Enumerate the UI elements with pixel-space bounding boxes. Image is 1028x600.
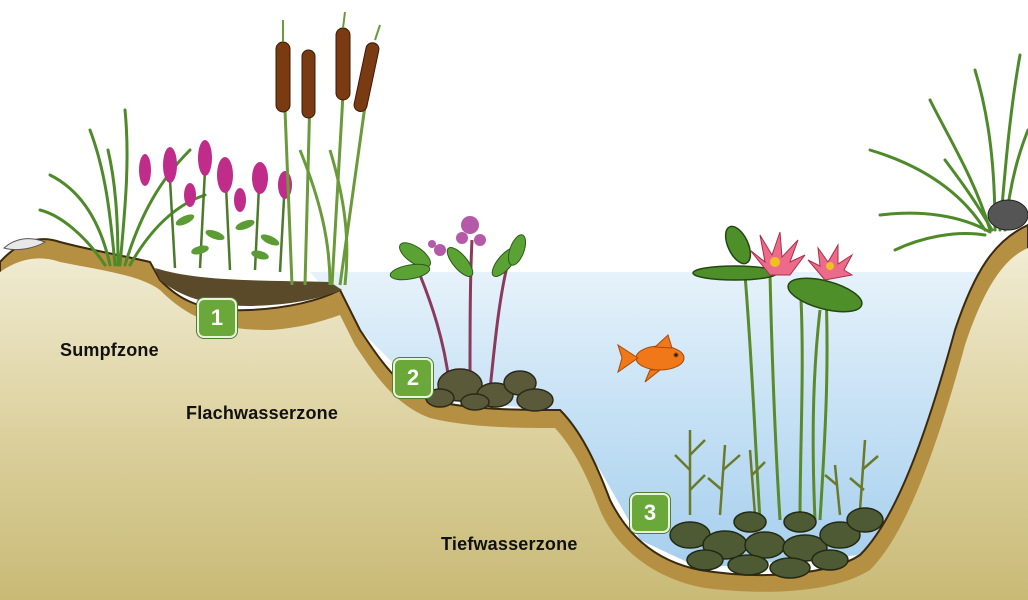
zone-2-badge: 2 (393, 358, 433, 398)
lily-pads (692, 225, 863, 313)
left-pebbles (2, 238, 47, 251)
zone-1-badge: 1 (197, 298, 237, 338)
shallow-stones (425, 368, 554, 412)
water-lily-stems (743, 269, 829, 521)
zone-2-label: Flachwasserzone (186, 403, 339, 423)
swamp-grass (38, 108, 207, 267)
water-lily-flowers (749, 231, 854, 281)
zone-3-badge: 3 (630, 493, 670, 533)
deep-stones (669, 507, 884, 579)
underwater-plants (674, 430, 879, 516)
zone-3-label: Tiefwasserzone (441, 534, 578, 554)
goldfish (617, 334, 685, 383)
cattails (275, 11, 381, 286)
earth-body (0, 248, 1028, 600)
flowering-rush (389, 216, 527, 391)
swamp-soil (155, 268, 342, 306)
zone-1-label: Sumpfzone (60, 340, 159, 360)
shore-rock-right (987, 199, 1028, 231)
loosestrife-plants (139, 140, 292, 273)
